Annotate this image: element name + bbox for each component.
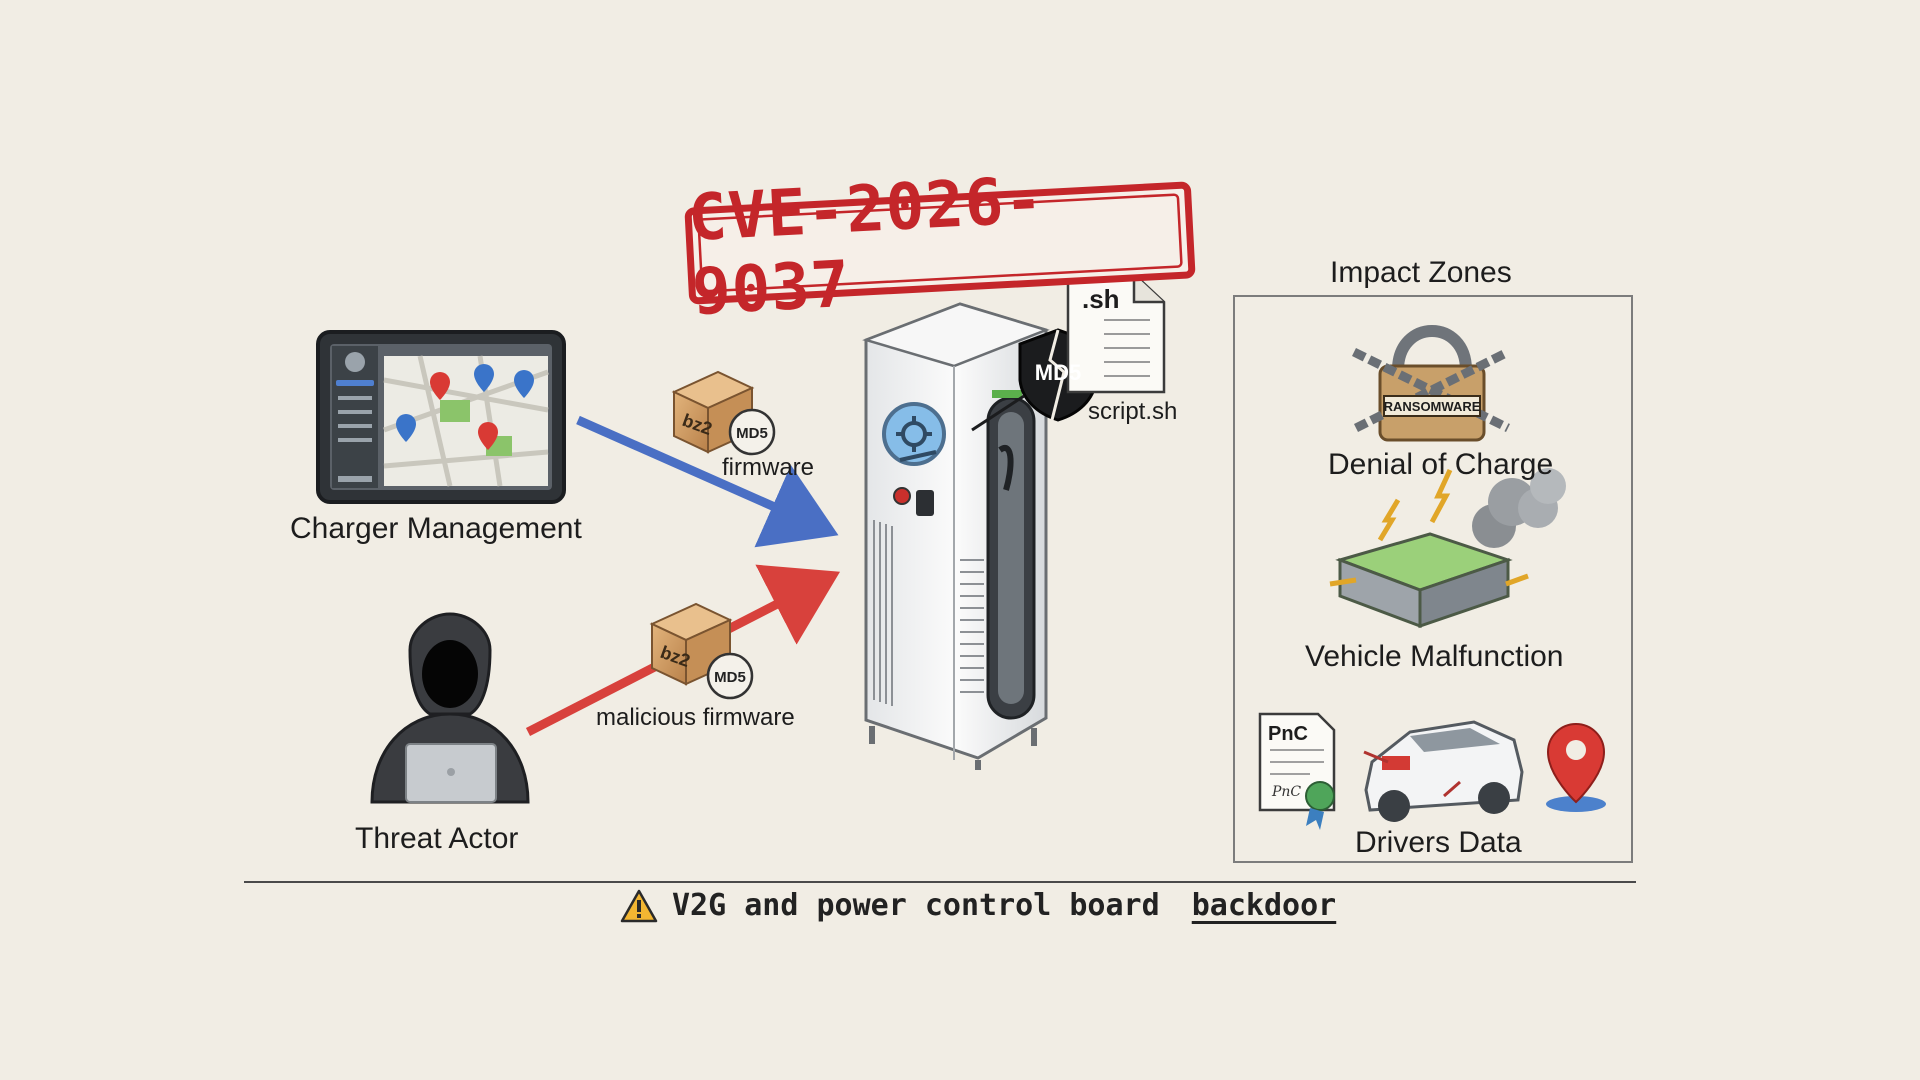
warning-icon [620,889,658,922]
charger-management-label: Charger Management [290,512,582,545]
script-file-label: script.sh [1088,398,1178,425]
caption-text-prefix: V2G and power control board [672,888,1178,923]
threat-actor-hooded-icon [370,612,530,804]
pnc-certificate-icon [1258,712,1336,830]
gear-icon [896,416,932,452]
malicious-md5-badge: MD5 [714,669,746,686]
legit-md5-badge: MD5 [736,425,768,442]
pnc-cert-title: PnC [1268,723,1308,745]
impact-zone-denial-of-charge: Denial of Charge [1328,448,1554,481]
impact-zones-title: Impact Zones [1330,256,1512,289]
shield-md5-label: MD5 [1035,360,1081,385]
caption-text-backdoor: backdoor [1191,888,1337,923]
cve-id-title: CVE-2026-9037 [686,163,1046,330]
location-pin-icon [1546,723,1606,812]
firmware-package-icon [671,370,776,456]
impact-zone-vehicle-malfunction: Vehicle Malfunction [1305,640,1564,673]
ev-charger-icon [862,302,1050,770]
cve-stamp [684,181,1196,305]
charger-management-tablet-icon [316,330,566,504]
map-pin-red-icon [430,372,498,450]
pnc-cert-signature: PnC [1271,784,1301,800]
legit-firmware-arrow [576,415,839,548]
caption: V2G and power control board backdoor [620,888,1336,923]
map-pin-blue-icon [396,364,534,442]
script-file-ext: .sh [1082,284,1120,314]
threat-actor-label: Threat Actor [355,822,519,855]
legit-firmware-label: firmware [722,454,815,481]
padlock-chains-icon [1352,325,1511,442]
malicious-package-icon [649,602,754,700]
electric-car-icon [1363,720,1524,822]
damaged-battery-icon [1329,468,1566,629]
ransomware-lock-label: RANSOMWARE [1384,399,1481,414]
impact-zones-panel [1233,295,1633,863]
impact-zone-drivers-data: Drivers Data [1355,826,1522,859]
smoke-icon [1472,468,1566,548]
malicious-firmware-label: malicious firmware [596,704,795,731]
